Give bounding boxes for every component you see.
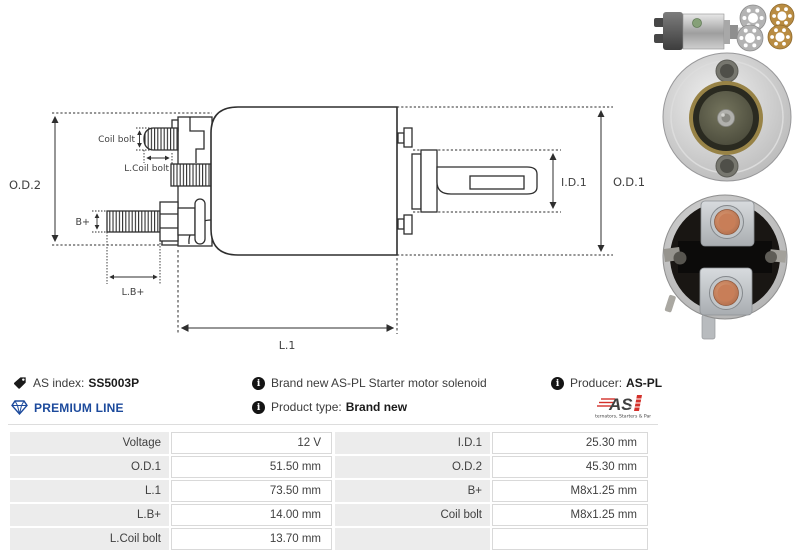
od1-label: O.D.1 — [613, 175, 645, 189]
as-index-row: AS index: SS5003P — [13, 376, 139, 390]
table-row: L.B+ 14.00 mm Coil bolt M8x1.25 mm — [10, 504, 650, 526]
producer-row: i Producer: AS-PL — [551, 376, 662, 390]
spec-label: L.B+ — [10, 504, 169, 526]
spec-table: Voltage 12 V I.D.1 25.30 mm O.D.1 51.50 … — [10, 432, 650, 552]
dimension-id1: I.D.1 — [413, 149, 587, 213]
spec-label: B+ — [335, 480, 490, 502]
product-photos — [654, 3, 795, 340]
spec-label — [335, 528, 490, 550]
producer-value: AS-PL — [626, 376, 663, 390]
product-type-row: i Product type: Brand new — [252, 400, 407, 414]
spec-value: 73.50 mm — [171, 480, 332, 502]
spec-label: Voltage — [10, 432, 169, 454]
spec-label: Coil bolt — [335, 504, 490, 526]
producer-label: Producer: — [570, 376, 623, 390]
gasket-brass-1 — [769, 3, 795, 29]
spec-label: O.D.1 — [10, 456, 169, 478]
spec-value: 13.70 mm — [171, 528, 332, 550]
dimension-b-plus: B+ — [76, 210, 107, 233]
description-text: Brand new AS-PL Starter motor solenoid — [271, 376, 487, 390]
spec-value: 51.50 mm — [171, 456, 332, 478]
gasket-brass-2 — [767, 24, 793, 50]
product-photo-parts — [654, 3, 795, 52]
spec-value: 25.30 mm — [492, 432, 648, 454]
coil-bolt — [143, 127, 179, 151]
dimension-lb-plus: L.B+ — [106, 232, 161, 298]
dimension-l-coil-bolt: L.Coil bolt — [124, 150, 173, 174]
technical-drawing: O.D.2 Coil bolt L.Coil bolt — [9, 106, 645, 352]
premium-line-label: PREMIUM LINE — [34, 400, 124, 415]
spec-label: L.Coil bolt — [10, 528, 169, 550]
b-plus-label: B+ — [76, 217, 90, 228]
info-icon: i — [252, 376, 265, 390]
l1-label: L.1 — [279, 339, 296, 352]
table-row: O.D.1 51.50 mm O.D.2 45.30 mm — [10, 456, 650, 478]
spec-value — [492, 528, 648, 550]
solenoid-body-outline — [210, 106, 398, 256]
product-photo-back — [662, 194, 788, 340]
table-row: Voltage 12 V I.D.1 25.30 mm — [10, 432, 650, 454]
info-icon: i — [551, 376, 564, 390]
spec-label: I.D.1 — [335, 432, 490, 454]
coil-bolt-label: Coil bolt — [98, 135, 135, 145]
spec-value: M8x1.25 mm — [492, 504, 648, 526]
as-pl-logo: AS Alternators, Starters & Parts — [591, 392, 656, 425]
table-row: L.1 73.50 mm B+ M8x1.25 mm — [10, 480, 650, 502]
dimension-od2: O.D.2 — [9, 112, 212, 246]
product-photo-front — [662, 52, 792, 182]
product-type-value: Brand new — [345, 400, 408, 414]
svg-text:AS: AS — [608, 395, 633, 414]
spec-label: O.D.2 — [335, 456, 490, 478]
od2-label: O.D.2 — [9, 178, 41, 192]
spec-value: 14.00 mm — [171, 504, 332, 526]
id1-label: I.D.1 — [561, 176, 587, 189]
dimension-od1: O.D.1 — [397, 106, 645, 256]
as-pl-logo-tagline: Alternators, Starters & Parts — [595, 414, 651, 420]
as-index-value: SS5003P — [88, 376, 140, 390]
spec-value: M8x1.25 mm — [492, 480, 648, 502]
dimension-coil-bolt: Coil bolt — [98, 127, 153, 151]
diamond-icon — [11, 400, 28, 415]
lb-plus-label: L.B+ — [122, 287, 145, 298]
section-divider — [8, 424, 658, 425]
description-row: i Brand new AS-PL Starter motor solenoid — [252, 376, 487, 390]
info-icon: i — [252, 400, 265, 414]
gasket-silver-2 — [736, 24, 764, 52]
product-type-label: Product type: — [271, 400, 342, 414]
spec-label: L.1 — [10, 480, 169, 502]
table-row: L.Coil bolt 13.70 mm — [10, 528, 650, 550]
spec-value: 12 V — [171, 432, 332, 454]
plunger-shaft — [397, 127, 538, 235]
b-plus-bolt — [106, 198, 206, 245]
spec-value: 45.30 mm — [492, 456, 648, 478]
dimension-l1: L.1 — [177, 250, 398, 352]
as-pl-logo-mark: AS — [597, 395, 642, 414]
premium-line-badge: PREMIUM LINE — [11, 400, 124, 415]
tag-icon — [13, 377, 26, 389]
l-coil-bolt-label: L.Coil bolt — [124, 164, 169, 174]
as-index-label: AS index: — [33, 376, 85, 390]
